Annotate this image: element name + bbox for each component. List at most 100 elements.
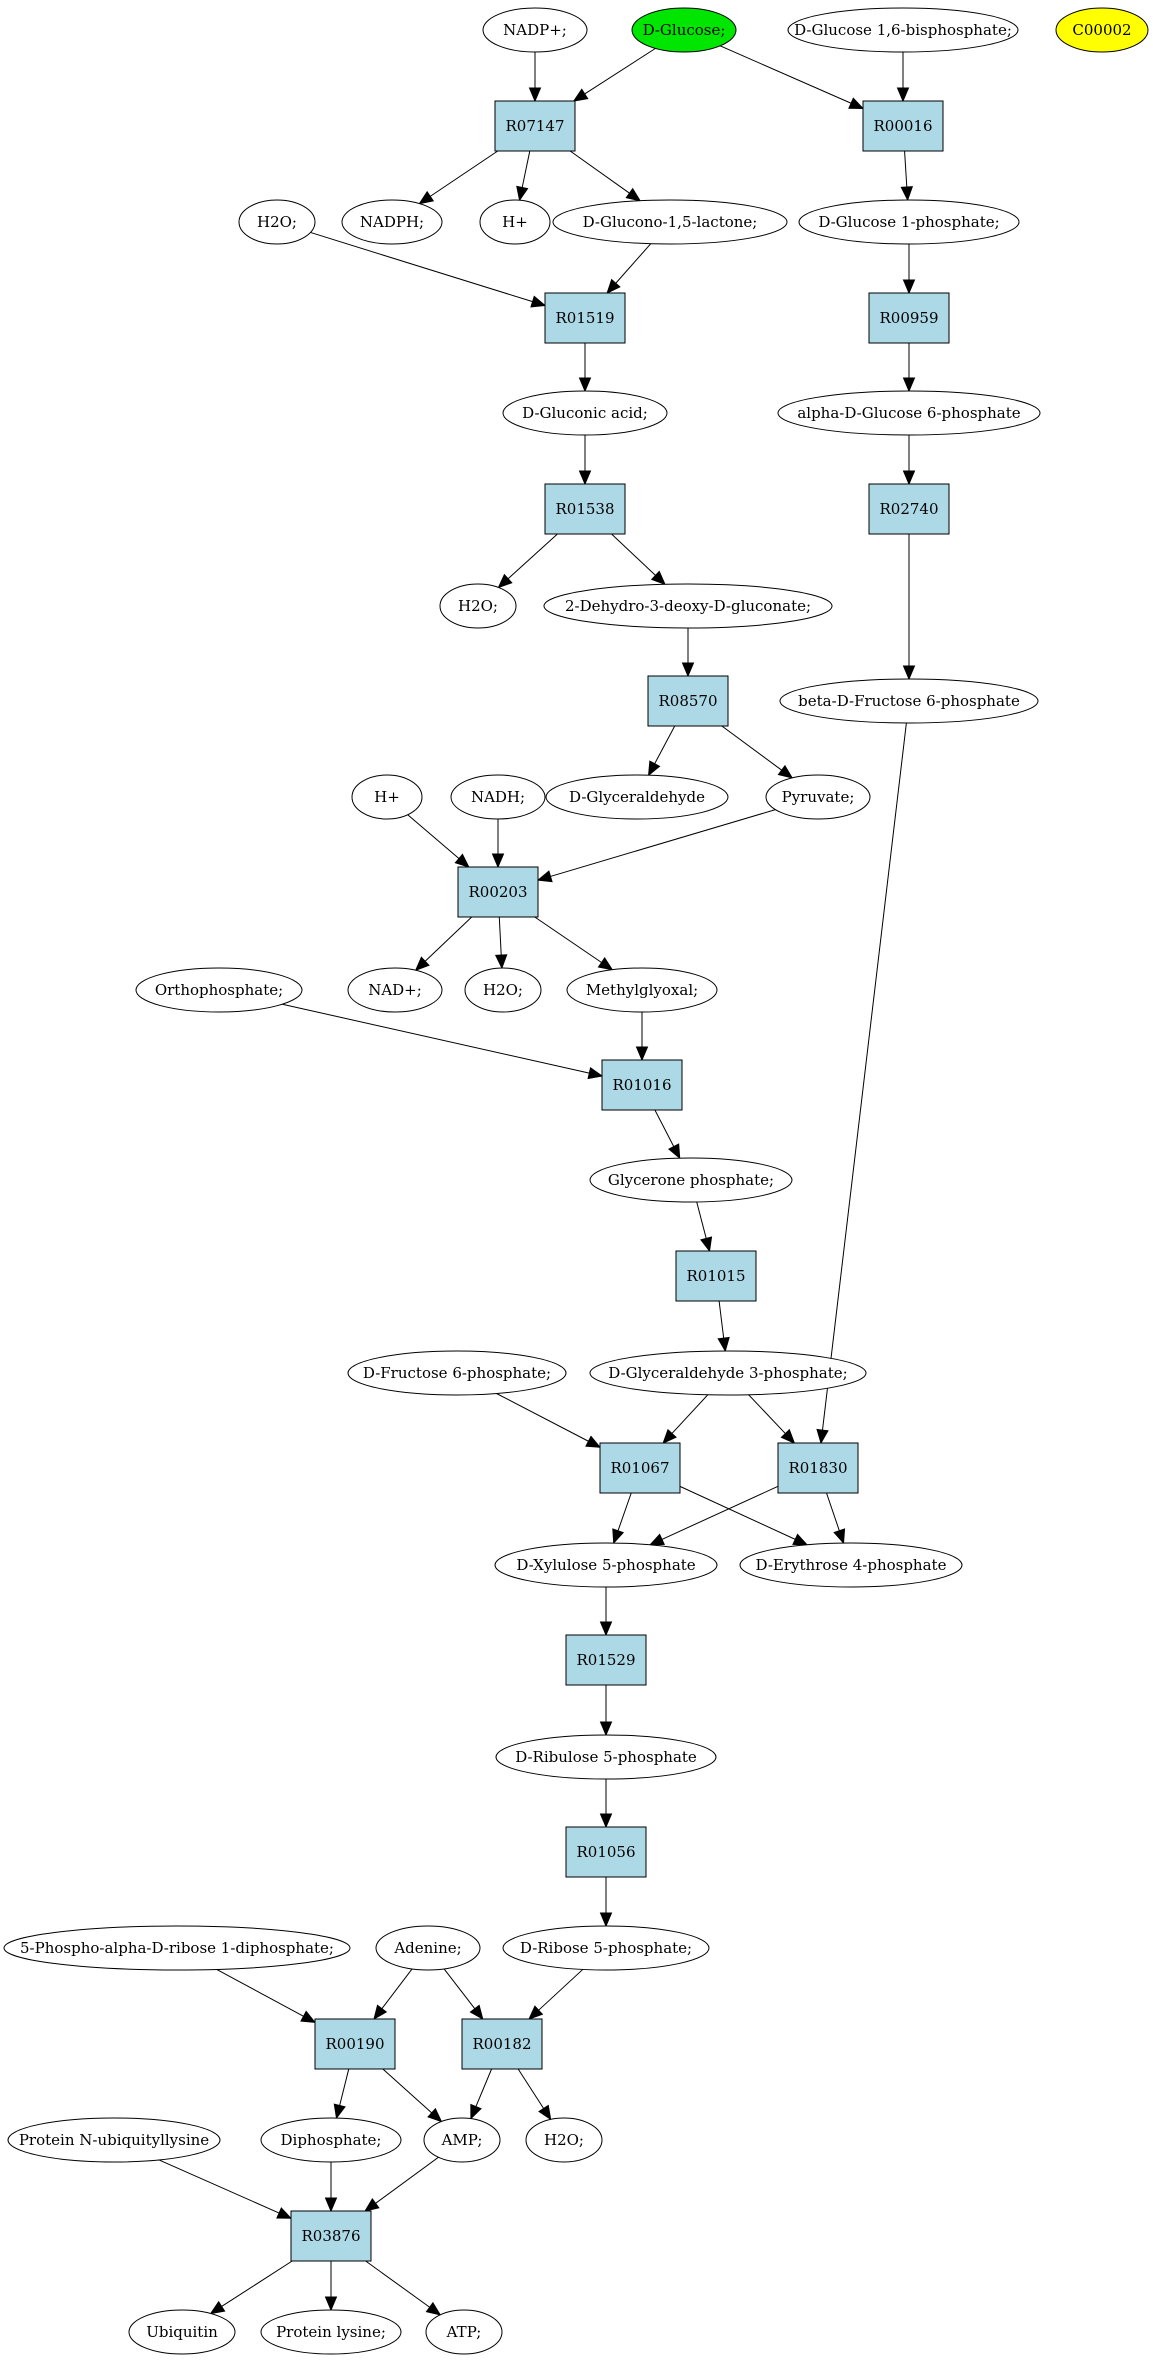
reaction-node-r01016: R01016 (601, 1059, 683, 1111)
compound-node-atp: ATP; (425, 2309, 503, 2355)
edge-r01529-to-dribu5p (599, 1685, 613, 1737)
edge-line (507, 533, 558, 580)
edge-adenine-to-r00182 (443, 1968, 484, 2021)
compound-ellipse (525, 2117, 603, 2163)
compound-node-glycerone-phosphate: Glycerone phosphate; (589, 1157, 793, 1203)
node-label: D-Glucose; (643, 21, 726, 39)
node-label: R00182 (472, 2035, 531, 2053)
compound-ellipse (3, 1925, 351, 1971)
node-label: R01538 (555, 500, 614, 518)
edge-line (721, 725, 782, 771)
reaction-node-r01830: R01830 (777, 1442, 859, 1494)
reaction-box (290, 2210, 372, 2262)
node-label: D-Glyceraldehyde (569, 788, 705, 806)
node-label: NADH; (471, 788, 525, 806)
arrowhead (469, 2004, 484, 2021)
arrowhead (427, 2107, 443, 2123)
edge-protubq-to-r03876 (158, 2159, 293, 2219)
node-label: D-Xylulose 5-phosphate (516, 1556, 695, 1574)
compound-node-d-fructose-6-phosphate: D-Fructose 6-phosphate; (347, 1350, 567, 1396)
edge-r00203-to-methylglyoxal (534, 916, 614, 971)
edge-r01015-to-dga3p (717, 1300, 730, 1353)
arrowhead (599, 1813, 613, 1829)
edge-line (671, 1394, 709, 1434)
edge-r00190-to-amp (382, 2068, 443, 2123)
node-label: NAD+; (368, 981, 422, 999)
node-label: H2O; (483, 981, 523, 999)
edge-dga3p-to-r01067 (662, 1394, 709, 1444)
edge-nadp-to-r07147 (528, 52, 542, 103)
node-label: D-Ribose 5-phosphate; (520, 1939, 692, 1957)
arrowhead (606, 278, 621, 294)
edge-dg16bp-to-r00016 (896, 52, 910, 103)
edge-line (496, 1393, 589, 1442)
reaction-box (461, 2018, 543, 2070)
arrowhead (536, 870, 553, 883)
compound-ellipse (589, 1350, 867, 1396)
edge-line (822, 722, 907, 1431)
compound-ellipse (351, 774, 423, 820)
arrowhead (635, 1046, 649, 1062)
edge-r00203-to-nadplus (414, 916, 473, 972)
arrowhead (777, 764, 794, 779)
edge-dehydro-to-r08570 (681, 628, 695, 678)
node-label: D-Erythrose 4-phosphate (756, 1556, 947, 1574)
node-label: R01067 (610, 1459, 669, 1477)
reaction-node-r00016: R00016 (862, 100, 944, 152)
node-label: NADPH; (360, 213, 424, 231)
edge-nadh-to-r00203 (491, 819, 505, 869)
node-label: D-Glucono-1,5-lactone; (583, 213, 758, 231)
edge-r00182-to-amp (470, 2068, 493, 2120)
edge-line (654, 1109, 675, 1147)
edge-adenine-to-r00190 (373, 1968, 413, 2021)
compound-node-d-glucono-1-5-lactone: D-Glucono-1,5-lactone; (552, 199, 788, 245)
edge-line (375, 2156, 439, 2204)
edge-line (719, 45, 852, 104)
reaction-node-r00959: R00959 (868, 292, 950, 344)
reaction-box (599, 1442, 681, 1494)
compound-ellipse (543, 583, 833, 629)
node-label: Methylglyoxal; (586, 981, 698, 999)
edge-line (538, 1969, 584, 2011)
reaction-node-r02740: R02740 (868, 483, 950, 535)
compound-ellipse (787, 7, 1019, 53)
arrowhead (572, 88, 589, 102)
reaction-box (675, 1250, 757, 1302)
compound-ellipse (798, 199, 1020, 245)
edge-line (569, 150, 630, 194)
edge-amp-to-r03876 (364, 2156, 439, 2212)
arrowhead (497, 573, 513, 589)
arrowhead (333, 2103, 346, 2120)
edge-dg1p-to-r00959 (902, 244, 916, 295)
compound-node-5-phospho-alpha-d-ribose-1-diphosphate: 5-Phospho-alpha-D-ribose 1-diphosphate; (3, 1925, 351, 1971)
edge-dx5p-to-r01529 (599, 1587, 613, 1637)
reaction-node-r01529: R01529 (565, 1634, 647, 1686)
edge-r01056-to-dr5p (599, 1877, 613, 1928)
edge-r07147-to-nadph (418, 150, 499, 205)
node-label: H+ (374, 788, 400, 806)
arrowhead (681, 662, 695, 678)
node-label: D-Fructose 6-phosphate; (363, 1364, 551, 1382)
edge-line (617, 1492, 632, 1531)
edges-layer (158, 45, 916, 2316)
edge-line (339, 2068, 350, 2106)
node-label: Adenine; (393, 1939, 461, 1957)
arrowhead (599, 1621, 613, 1637)
edge-line (517, 2068, 545, 2109)
node-label: NADP+; (503, 21, 567, 39)
edge-r07147-to-hplus_a (516, 150, 531, 202)
compound-ellipse (341, 199, 443, 245)
arrowhead (494, 954, 508, 970)
compound-node-d-glucose-1-phosphate: D-Glucose 1-phosphate; (798, 199, 1020, 245)
compound-node-amp: AMP; (423, 2117, 501, 2163)
reaction-box (314, 2018, 396, 2070)
arrowhead (276, 2207, 293, 2219)
arrowhead (816, 1428, 829, 1445)
compound-node-h2o: H2O; (525, 2117, 603, 2163)
compound-node-h2o: H2O; (238, 199, 316, 245)
node-label: Orthophosphate; (155, 981, 283, 999)
node-label: R02740 (879, 500, 938, 518)
arrowhead (585, 1435, 602, 1448)
edge-line (381, 1968, 413, 2009)
edge-r00190-to-diphosphate (333, 2068, 350, 2120)
